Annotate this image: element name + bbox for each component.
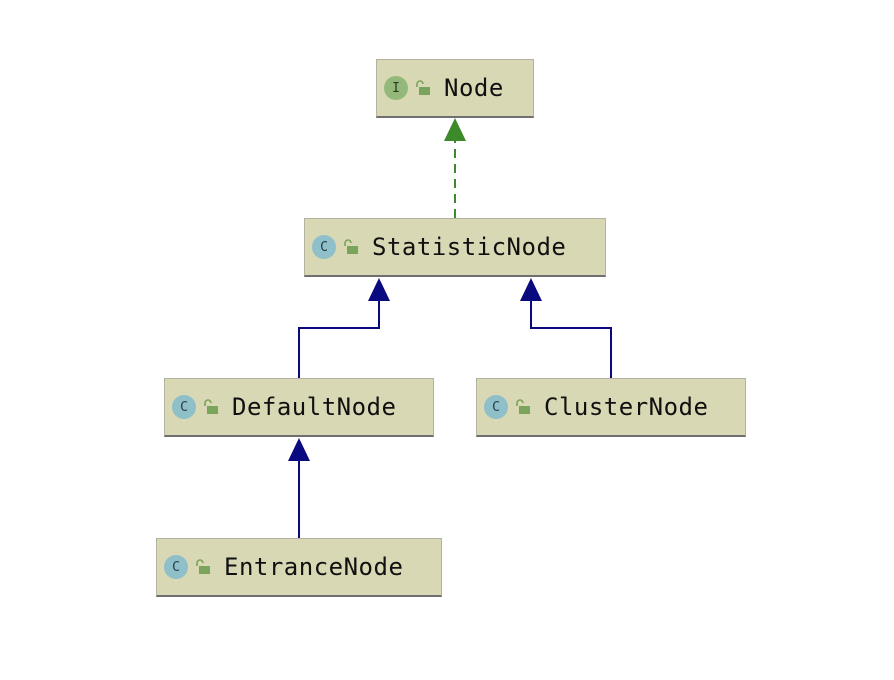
inherit-arrowhead [288, 438, 310, 461]
unlocked-icon [196, 559, 210, 574]
edge-entrancenode-extends-defaultnode [288, 438, 310, 538]
unlocked-icon [344, 239, 358, 254]
edge-defaultnode-extends-statisticnode [298, 278, 390, 378]
unlocked-icon [516, 399, 530, 414]
interface-icon: I [384, 76, 408, 100]
unlocked-icon [204, 399, 218, 414]
implements-arrowhead [444, 118, 466, 141]
class-icon: C [164, 555, 188, 579]
class-icon: C [484, 395, 508, 419]
node-interface-node[interactable]: I Node [376, 59, 534, 118]
node-label: DefaultNode [232, 393, 397, 421]
node-label: Node [444, 74, 504, 102]
node-class-entrancenode[interactable]: C EntranceNode [156, 538, 442, 597]
node-class-clusternode[interactable]: C ClusterNode [476, 378, 746, 437]
node-label: StatisticNode [372, 233, 567, 261]
node-class-statisticnode[interactable]: C StatisticNode [304, 218, 606, 277]
node-class-defaultnode[interactable]: C DefaultNode [164, 378, 434, 437]
class-icon: C [172, 395, 196, 419]
edge-clusternode-extends-statisticnode [520, 278, 612, 378]
class-icon: C [312, 235, 336, 259]
edge-statisticnode-implements-node [444, 118, 466, 218]
inherit-arrowhead [368, 278, 390, 301]
inherit-arrowhead [520, 278, 542, 301]
node-label: EntranceNode [224, 553, 404, 581]
unlocked-icon [416, 80, 430, 95]
node-label: ClusterNode [544, 393, 709, 421]
